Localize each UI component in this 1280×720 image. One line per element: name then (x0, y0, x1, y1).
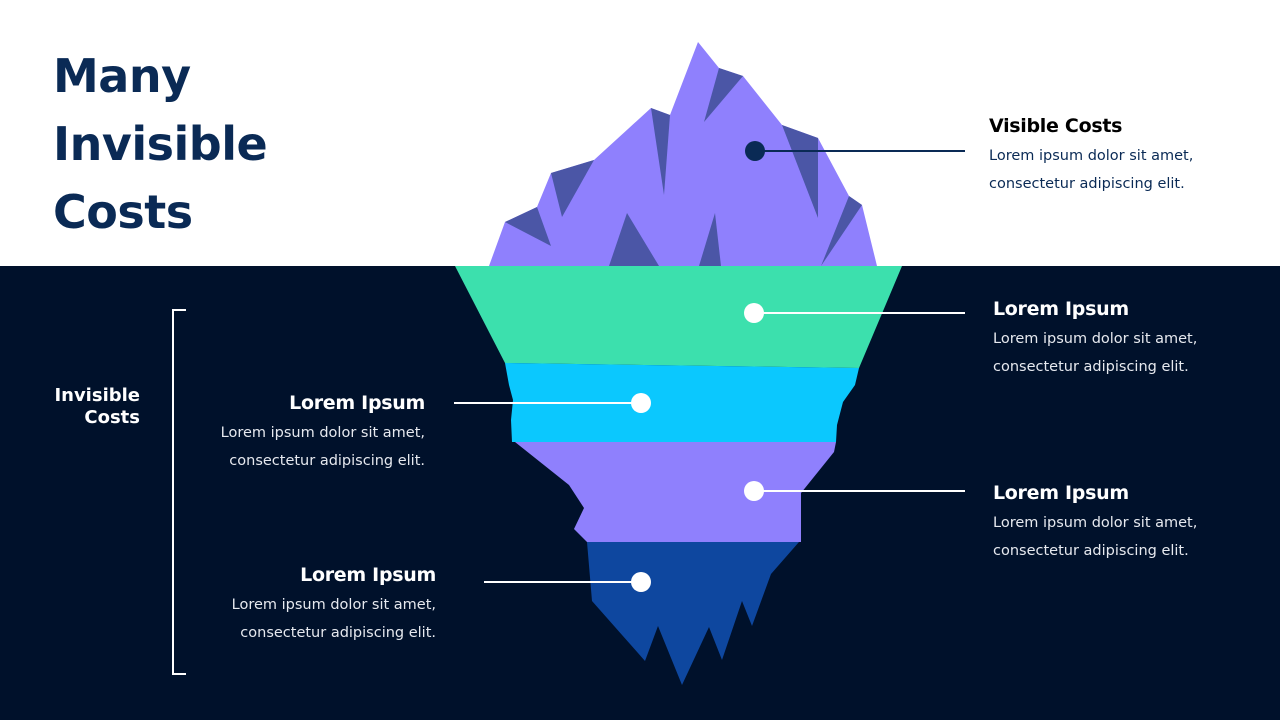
callout-body: Lorem ipsum dolor sit amet, consectetur … (993, 325, 1197, 381)
callout-line: consectetur adipiscing elit. (240, 625, 436, 641)
callout-heading: Lorem Ipsum (993, 298, 1129, 320)
title-line: Costs (53, 185, 193, 239)
callout-right-2: Lorem Ipsum Lorem ipsum dolor sit amet, … (993, 481, 1197, 565)
callout-line: consectetur adipiscing elit. (229, 453, 425, 469)
ice-facet (704, 68, 743, 122)
callout-left-2: Lorem Ipsum Lorem ipsum dolor sit amet, … (232, 563, 437, 647)
ice-facet (505, 207, 551, 246)
label-line: Invisible (54, 385, 140, 406)
ice-facet (609, 213, 659, 266)
callout-visible-costs: Visible Costs Lorem ipsum dolor sit amet… (989, 114, 1193, 198)
callout-body: Lorem ipsum dolor sit amet, consectetur … (232, 591, 436, 647)
ice-facet (551, 160, 594, 217)
title-line: Many (53, 49, 191, 103)
callout-line: Lorem ipsum dolor sit amet, (989, 148, 1194, 164)
callout-line: consectetur adipiscing elit. (993, 543, 1189, 559)
page-title: Many Invisible Costs (53, 42, 268, 246)
visible-connector-dot (745, 141, 765, 161)
left2-connector-dot (631, 572, 651, 592)
ice-facet (821, 196, 862, 266)
title-line: Invisible (53, 117, 268, 171)
invisible-costs-label: Invisible Costs (54, 385, 140, 429)
callout-body: Lorem ipsum dolor sit amet, consectetur … (993, 509, 1197, 565)
ice-facet (699, 213, 721, 266)
callout-heading: Lorem Ipsum (289, 392, 425, 414)
callout-line: Lorem ipsum dolor sit amet, (231, 597, 436, 613)
ice-facet (782, 125, 818, 218)
right2-connector-dot (744, 481, 764, 501)
band-green (455, 266, 902, 368)
iceberg-tip (489, 42, 877, 266)
callout-heading: Visible Costs (989, 115, 1123, 137)
callout-body: Lorem ipsum dolor sit amet, consectetur … (989, 142, 1193, 198)
callout-heading: Lorem Ipsum (993, 482, 1129, 504)
callout-line: Lorem ipsum dolor sit amet, (993, 331, 1198, 347)
right1-connector-dot (744, 303, 764, 323)
callout-line: Lorem ipsum dolor sit amet, (993, 515, 1198, 531)
iceberg-tip-shadows (505, 68, 862, 266)
callout-line: consectetur adipiscing elit. (989, 176, 1185, 192)
band-violet (515, 442, 836, 542)
callout-right-1: Lorem Ipsum Lorem ipsum dolor sit amet, … (993, 297, 1197, 381)
callout-body: Lorem ipsum dolor sit amet, consectetur … (221, 419, 425, 475)
callout-left-1: Lorem Ipsum Lorem ipsum dolor sit amet, … (221, 391, 426, 475)
band-blue (587, 542, 799, 685)
band-cyan (505, 363, 859, 442)
callout-heading: Lorem Ipsum (300, 564, 436, 586)
callout-line: Lorem ipsum dolor sit amet, (220, 425, 425, 441)
label-line: Costs (84, 407, 140, 428)
invisible-costs-bracket (172, 309, 186, 675)
left1-connector-dot (631, 393, 651, 413)
callout-line: consectetur adipiscing elit. (993, 359, 1189, 375)
ice-facet (651, 108, 670, 195)
